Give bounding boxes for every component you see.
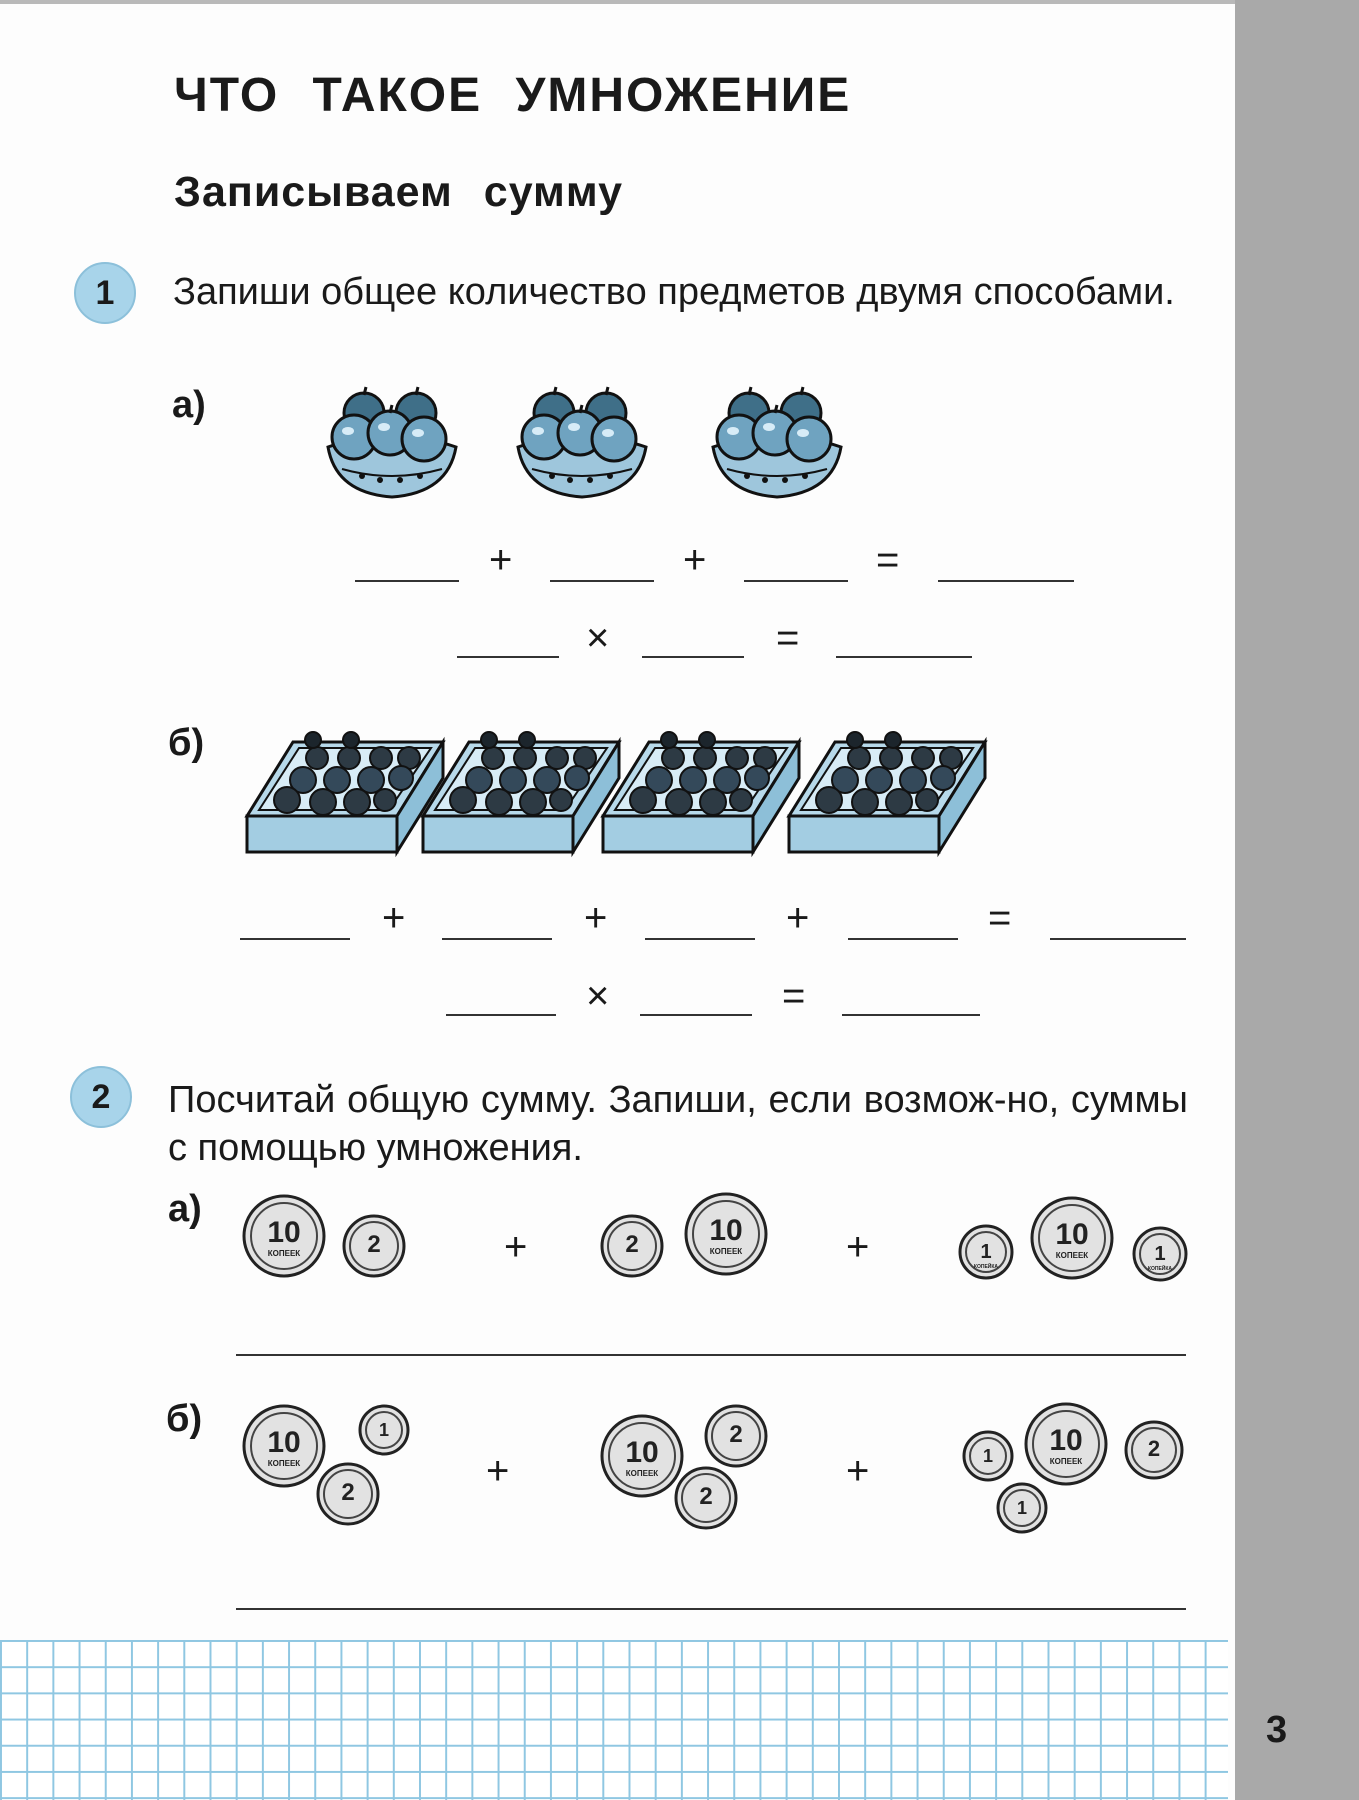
task-2a-answer-line[interactable] <box>236 1354 1186 1356</box>
plus-sign: + <box>846 1449 869 1493</box>
coin-group: 10 КОПЕЕК 1 2 <box>242 1404 410 1526</box>
plus-sign: + <box>382 896 406 940</box>
answer-blank[interactable] <box>446 1014 556 1016</box>
plus-sign: + <box>489 538 513 582</box>
plus-sign: + <box>683 538 707 582</box>
svg-text:КОПЕЙКА: КОПЕЙКА <box>1148 1264 1173 1272</box>
answer-blank[interactable] <box>645 938 755 940</box>
svg-text:КОПЕЕК: КОПЕЕК <box>1050 1457 1083 1466</box>
answer-blank[interactable] <box>836 656 972 658</box>
coin-group: 1 КОПЕЙКА 10 КОПЕЕК 1 КОПЕЙКА <box>958 1196 1188 1282</box>
svg-text:10: 10 <box>267 1426 300 1459</box>
answer-blank[interactable] <box>457 656 559 658</box>
svg-text:2: 2 <box>625 1231 638 1258</box>
svg-text:КОПЕЕК: КОПЕЕК <box>710 1247 743 1256</box>
answer-blank[interactable] <box>642 656 744 658</box>
svg-text:2: 2 <box>729 1421 742 1448</box>
svg-text:КОПЕЕК: КОПЕЕК <box>268 1249 301 1258</box>
coin-1-icon: 1 КОПЕЙКА <box>958 1224 1014 1280</box>
task-2b-answer-line[interactable] <box>236 1608 1186 1610</box>
coin-2-icon: 2 <box>1124 1420 1184 1480</box>
apple-bowls-illustration <box>326 385 843 499</box>
coin-10-icon: 10 КОПЕЕК <box>242 1194 326 1278</box>
page-subtitle: Записываем сумму <box>174 168 624 216</box>
svg-text:10: 10 <box>625 1436 658 1469</box>
answer-blank[interactable] <box>442 938 552 940</box>
coin-10-icon: 10 КОПЕЕК <box>684 1192 768 1276</box>
grid-paper-area[interactable] <box>0 1640 1228 1800</box>
answer-blank[interactable] <box>240 938 350 940</box>
coin-10-icon: 10 КОПЕЕК <box>1024 1402 1108 1486</box>
coin-1-icon: 1 <box>962 1430 1014 1482</box>
answer-blank[interactable] <box>848 938 958 940</box>
svg-text:2: 2 <box>699 1483 712 1510</box>
plus-sign: + <box>504 1225 527 1269</box>
answer-blank[interactable] <box>842 1014 980 1016</box>
svg-text:1: 1 <box>379 1420 389 1440</box>
task-2-text: Посчитай общую сумму. Запиши, если возмо… <box>168 1079 1188 1169</box>
coin-2-icon: 2 <box>674 1466 738 1530</box>
plus-sign: + <box>486 1449 509 1493</box>
equals-sign: = <box>782 974 806 1018</box>
coin-1-icon: 1 КОПЕЙКА <box>1132 1226 1188 1282</box>
coin-10-icon: 10 КОПЕЕК <box>1030 1196 1114 1280</box>
coins-row-b: 10 КОПЕЕК 1 2 + 10 КОПЕЕК <box>242 1402 1184 1534</box>
svg-text:2: 2 <box>367 1231 380 1258</box>
answer-blank[interactable] <box>938 580 1074 582</box>
coin-group: 1 10 КОПЕЕК 2 1 <box>962 1402 1184 1534</box>
svg-text:КОПЕЕК: КОПЕЕК <box>1056 1251 1089 1260</box>
coin-group: 10 КОПЕЕК 2 2 <box>600 1404 768 1530</box>
coin-1-icon: 1 <box>996 1482 1048 1534</box>
svg-text:1: 1 <box>1017 1498 1027 1518</box>
times-sign: × <box>586 616 610 660</box>
page-number: 3 <box>1266 1709 1288 1751</box>
coins-row-a: 10 КОПЕЕК 2 + 2 10 КОПЕЕК + <box>242 1192 1188 1282</box>
equals-sign: = <box>988 896 1012 940</box>
plus-sign: + <box>584 896 608 940</box>
coin-group: 2 10 КОПЕЕК <box>600 1192 768 1278</box>
task-1b-label: б) <box>168 722 205 764</box>
coin-2-icon: 2 <box>342 1214 406 1278</box>
page-margin-strip <box>1235 0 1359 1800</box>
svg-text:КОПЕЙКА: КОПЕЙКА <box>974 1262 999 1270</box>
task-1-text: Запиши общее количество предметов двумя … <box>173 271 1175 313</box>
coin-10-icon: 10 КОПЕЕК <box>600 1414 684 1498</box>
task-1a-label: а) <box>172 384 206 426</box>
answer-blank[interactable] <box>640 1014 752 1016</box>
svg-text:1: 1 <box>980 1241 991 1263</box>
svg-text:10: 10 <box>267 1216 300 1249</box>
answer-blank[interactable] <box>1050 938 1186 940</box>
page-title: ЧТО ТАКОЕ УМНОЖЕНИЕ <box>174 69 852 122</box>
page-top-edge <box>0 0 1359 4</box>
berry-boxes-illustration <box>245 730 987 854</box>
plus-sign: + <box>786 896 810 940</box>
times-sign: × <box>586 974 610 1018</box>
task-1-number: 1 <box>74 262 136 324</box>
coin-2-icon: 2 <box>704 1404 768 1468</box>
svg-text:КОПЕЕК: КОПЕЕК <box>626 1469 659 1478</box>
answer-blank[interactable] <box>744 580 848 582</box>
answer-blank[interactable] <box>355 580 459 582</box>
coin-1-icon: 1 <box>358 1404 410 1456</box>
svg-text:КОПЕЕК: КОПЕЕК <box>268 1459 301 1468</box>
svg-text:2: 2 <box>341 1479 354 1506</box>
task-2b-label: б) <box>166 1398 203 1440</box>
svg-text:10: 10 <box>709 1214 742 1247</box>
equals-sign: = <box>776 616 800 660</box>
task-2a-label: а) <box>168 1188 202 1230</box>
coin-group: 10 КОПЕЕК 2 <box>242 1194 406 1278</box>
coin-10-icon: 10 КОПЕЕК <box>242 1404 326 1488</box>
task-2-number: 2 <box>70 1066 132 1128</box>
answer-blank[interactable] <box>550 580 654 582</box>
svg-text:10: 10 <box>1049 1424 1082 1457</box>
coin-2-icon: 2 <box>600 1214 664 1278</box>
coin-2-icon: 2 <box>316 1462 380 1526</box>
plus-sign: + <box>846 1225 869 1269</box>
svg-text:2: 2 <box>1148 1436 1160 1461</box>
svg-text:10: 10 <box>1055 1218 1088 1251</box>
svg-text:1: 1 <box>983 1446 993 1466</box>
equals-sign: = <box>876 538 900 582</box>
svg-text:1: 1 <box>1154 1243 1165 1265</box>
